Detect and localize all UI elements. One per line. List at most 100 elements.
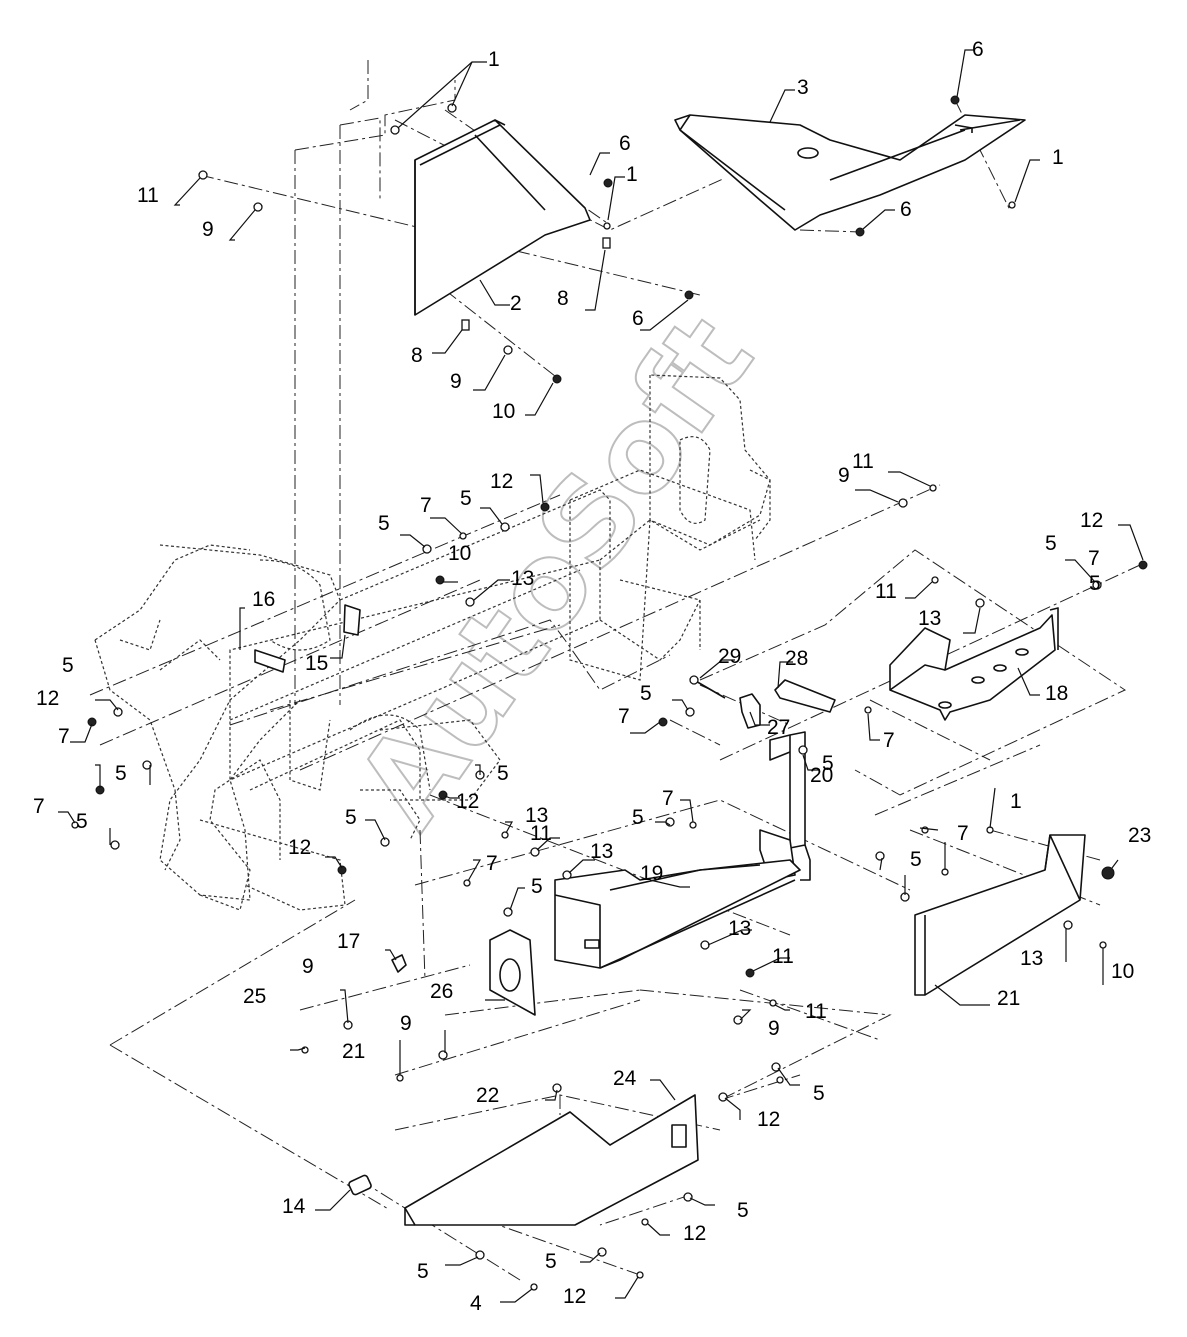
callout-12: 12 bbox=[288, 836, 311, 859]
assembly-centerlines bbox=[89, 60, 1141, 1281]
callout-13: 13 bbox=[728, 917, 751, 940]
callout-17: 17 bbox=[337, 930, 360, 953]
callout-10: 10 bbox=[492, 400, 515, 423]
small-parts bbox=[254, 604, 836, 973]
part-27 bbox=[739, 693, 761, 729]
callout-9: 9 bbox=[838, 464, 850, 487]
callout-5: 5 bbox=[115, 762, 127, 785]
part-28 bbox=[774, 679, 836, 713]
callout-11: 11 bbox=[805, 1000, 827, 1023]
callout-12: 12 bbox=[456, 790, 479, 813]
callout-11: 11 bbox=[852, 450, 874, 473]
callout-15: 15 bbox=[305, 652, 328, 675]
callout-10: 10 bbox=[448, 542, 471, 565]
callout-1: 1 bbox=[1052, 146, 1064, 169]
callout-26: 26 bbox=[430, 980, 453, 1003]
part-panel-21 bbox=[914, 834, 1086, 996]
callout-12: 12 bbox=[1080, 509, 1103, 532]
phantom-boundaries bbox=[109, 549, 1127, 1211]
callout-12: 12 bbox=[563, 1285, 586, 1308]
callout-23: 23 bbox=[1128, 824, 1151, 847]
callout-9: 9 bbox=[302, 955, 314, 978]
part-top-cover-3 bbox=[674, 114, 1026, 231]
callout-6: 6 bbox=[900, 198, 912, 221]
callout-12: 12 bbox=[36, 687, 59, 710]
callout-9: 9 bbox=[202, 218, 214, 241]
callout-5: 5 bbox=[545, 1250, 557, 1273]
callout-28: 28 bbox=[785, 647, 808, 670]
callout-13: 13 bbox=[511, 567, 534, 590]
callout-5: 5 bbox=[378, 512, 390, 535]
callout-27: 27 bbox=[767, 716, 790, 739]
callout-5: 5 bbox=[345, 806, 357, 829]
callout-1: 1 bbox=[626, 163, 638, 186]
callout-7: 7 bbox=[486, 852, 498, 875]
callout-11: 11 bbox=[530, 822, 552, 845]
callout-5: 5 bbox=[1089, 572, 1101, 595]
callout-12: 12 bbox=[683, 1222, 706, 1245]
callout-21: 21 bbox=[997, 987, 1020, 1010]
callout-7: 7 bbox=[957, 822, 969, 845]
callout-6: 6 bbox=[972, 38, 984, 61]
callout-5: 5 bbox=[497, 762, 509, 785]
callout-7: 7 bbox=[883, 729, 895, 752]
callout-5: 5 bbox=[1045, 532, 1057, 555]
callout-13: 13 bbox=[918, 607, 941, 630]
part-29 bbox=[693, 679, 726, 699]
callout-13: 13 bbox=[525, 804, 548, 827]
main-frame bbox=[94, 374, 771, 911]
callout-13: 13 bbox=[1020, 947, 1043, 970]
callout-5: 5 bbox=[737, 1199, 749, 1222]
callout-21: 21 bbox=[342, 1040, 365, 1063]
callout-7: 7 bbox=[33, 795, 45, 818]
callout-16: 16 bbox=[252, 588, 275, 611]
callout-1: 1 bbox=[1010, 790, 1022, 813]
callout-8: 8 bbox=[411, 344, 423, 367]
callout-5: 5 bbox=[632, 806, 644, 829]
callout-5: 5 bbox=[640, 682, 652, 705]
callout-3: 3 bbox=[797, 76, 809, 99]
leader-lines bbox=[58, 49, 1144, 1303]
part-plate-26 bbox=[489, 929, 536, 1016]
callout-25: 25 bbox=[243, 985, 266, 1008]
callout-14: 14 bbox=[282, 1195, 306, 1218]
callout-29: 29 bbox=[718, 645, 741, 668]
callout-9: 9 bbox=[768, 1017, 780, 1040]
part-spacer-14 bbox=[348, 1174, 372, 1196]
callout-7: 7 bbox=[618, 705, 630, 728]
part-channel-19 bbox=[554, 859, 801, 969]
callout-5: 5 bbox=[460, 487, 472, 510]
callout-6: 6 bbox=[632, 307, 644, 330]
callout-2: 2 bbox=[510, 292, 522, 315]
callout-18: 18 bbox=[1045, 682, 1068, 705]
part-16 bbox=[254, 649, 286, 673]
part-bracket-18 bbox=[889, 607, 1059, 721]
callout-11: 11 bbox=[772, 945, 794, 968]
callout-10: 10 bbox=[1111, 960, 1134, 983]
callout-19: 19 bbox=[640, 862, 663, 885]
callout-5: 5 bbox=[62, 654, 74, 677]
callout-1: 1 bbox=[488, 48, 500, 71]
callout-6: 6 bbox=[619, 132, 631, 155]
callout-9: 9 bbox=[400, 1012, 412, 1035]
callout-5: 5 bbox=[822, 752, 834, 775]
part-panel-24 bbox=[404, 1094, 699, 1226]
callout-20: 20 bbox=[810, 764, 833, 787]
part-shield-2 bbox=[414, 119, 591, 316]
callout-12: 12 bbox=[490, 470, 513, 493]
callout-7: 7 bbox=[662, 787, 674, 810]
callout-11: 11 bbox=[875, 580, 897, 603]
callout-5: 5 bbox=[417, 1260, 429, 1283]
callout-4: 4 bbox=[470, 1292, 482, 1315]
callout-8: 8 bbox=[557, 287, 569, 310]
callout-13: 13 bbox=[590, 840, 613, 863]
callout-11: 11 bbox=[137, 184, 159, 207]
callout-5: 5 bbox=[531, 875, 543, 898]
callout-12: 12 bbox=[757, 1108, 780, 1131]
callout-7: 7 bbox=[58, 725, 70, 748]
callout-22: 22 bbox=[476, 1084, 499, 1107]
callout-5: 5 bbox=[76, 810, 88, 833]
callout-5: 5 bbox=[910, 848, 922, 871]
part-15 bbox=[343, 604, 361, 636]
